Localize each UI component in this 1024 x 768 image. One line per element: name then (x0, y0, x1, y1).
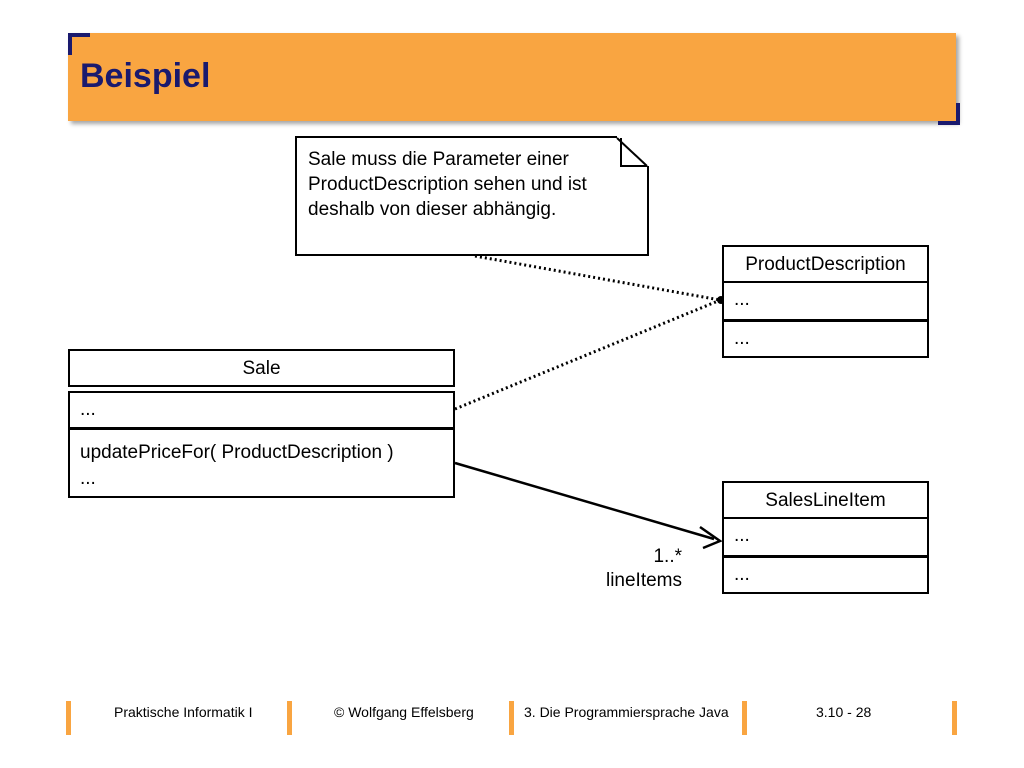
corner-mark-top-left (68, 33, 90, 55)
note-folded-corner (616, 136, 649, 167)
class-attributes: ... (80, 399, 96, 420)
class-sale-attributes: ... (68, 391, 455, 429)
class-sales-line-item-name: SalesLineItem (722, 481, 929, 519)
footer-divider (287, 701, 292, 735)
class-product-description-attributes: ... (722, 283, 929, 321)
footer-author: © Wolfgang Effelsberg (334, 704, 474, 720)
class-sales-line-item-attributes: ... (722, 519, 929, 557)
class-operations: ... (734, 564, 750, 585)
dependency-line (454, 299, 719, 411)
class-product-description-operations: ... (722, 320, 929, 358)
footer-chapter: 3. Die Programmiersprache Java (524, 704, 729, 720)
association-arrowhead (699, 525, 723, 550)
class-name: Sale (242, 358, 281, 379)
note-line-1: Sale muss die Parameter einer (308, 149, 569, 170)
class-attributes: ... (734, 289, 750, 310)
footer-divider (509, 701, 514, 735)
class-name: SalesLineItem (765, 490, 886, 511)
uml-note: Sale muss die Parameter einer ProductDes… (295, 136, 649, 256)
slide-title-bar: Beispiel (68, 33, 956, 121)
class-operation: ... (80, 468, 96, 489)
footer-divider (66, 701, 71, 735)
association-multiplicity: 1..* (653, 546, 682, 567)
footer-divider (742, 701, 747, 735)
class-product-description-name: ProductDescription (722, 245, 929, 283)
class-name: ProductDescription (745, 254, 906, 275)
association-role: lineItems (605, 570, 682, 591)
note-line-3: deshalb von dieser abhängig. (308, 199, 557, 220)
class-attributes: ... (734, 525, 750, 546)
footer-page: 3.10 - 28 (816, 704, 872, 720)
slide-title: Beispiel (80, 57, 211, 95)
class-operation: updatePriceFor( ProductDescription ) (80, 442, 394, 463)
class-sale-name: Sale (68, 349, 455, 387)
note-anchor-line (474, 254, 721, 302)
class-sale-operations: updatePriceFor( ProductDescription ) ... (68, 428, 455, 498)
association-line (454, 461, 715, 541)
footer-course: Praktische Informatik I (114, 704, 253, 720)
corner-mark-bottom-right (938, 103, 960, 125)
class-operations: ... (734, 328, 750, 349)
note-line-2: ProductDescription sehen und ist (308, 174, 587, 195)
class-sales-line-item-operations: ... (722, 556, 929, 594)
footer-divider (952, 701, 957, 735)
note-text: Sale muss die Parameter einer ProductDes… (308, 147, 628, 222)
